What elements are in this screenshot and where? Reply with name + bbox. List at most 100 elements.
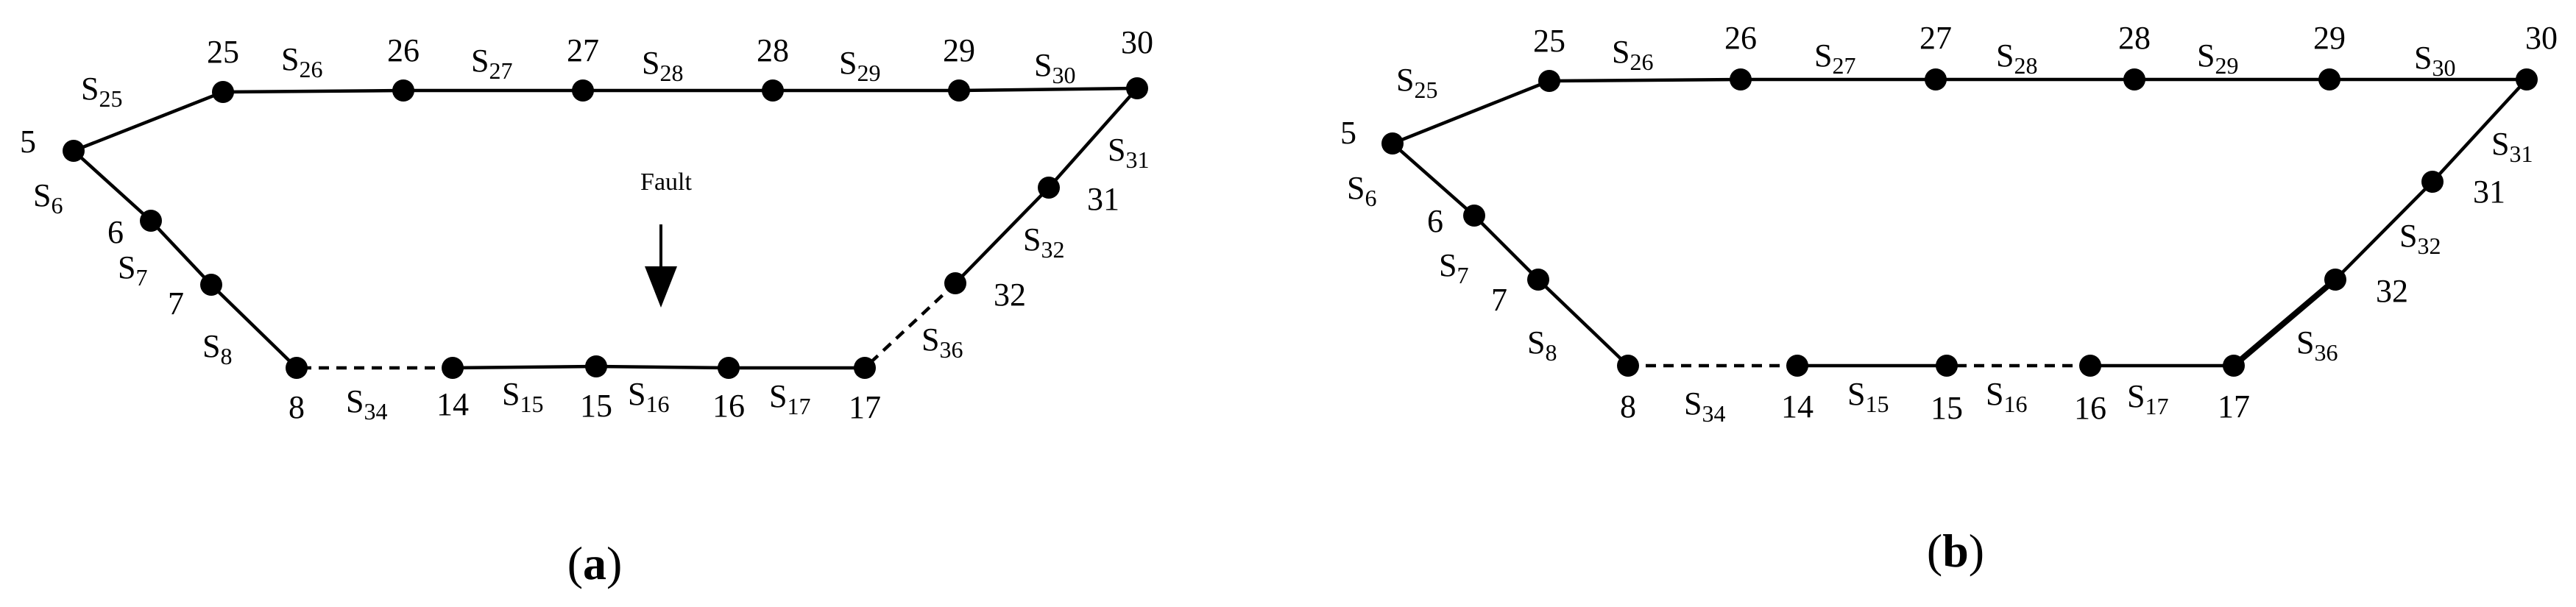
line-segment-s25 [1392, 79, 1550, 146]
bus-node-27 [1925, 68, 1947, 90]
line-segment-s15 [452, 364, 597, 370]
switch-label-s8: S8 [202, 328, 232, 369]
line-segment-s26 [1549, 77, 1741, 83]
bus-label-27: 27 [1919, 20, 1952, 56]
fault-indicator: Fault [640, 168, 692, 308]
bus-label-6: 6 [107, 214, 124, 250]
switch-label-s36: S36 [921, 322, 963, 363]
bus-node-8 [286, 357, 308, 379]
bus-node-7 [200, 274, 222, 296]
bus-label-26: 26 [1724, 20, 1757, 56]
bus-label-25: 25 [1533, 23, 1565, 59]
switch-label-s7: S7 [1439, 247, 1468, 288]
bus-node-15 [1936, 355, 1958, 377]
bus-label-25: 25 [207, 34, 239, 70]
bus-label-5: 5 [20, 124, 36, 160]
bus-label-31: 31 [1087, 181, 1119, 217]
line-segment-s31 [2431, 78, 2528, 183]
bus-label-17: 17 [849, 389, 881, 425]
line-segment-s32 [954, 186, 1050, 285]
switch-label-s17: S17 [2127, 378, 2168, 419]
bus-label-30: 30 [1121, 24, 1153, 60]
bus-label-28: 28 [2118, 20, 2151, 56]
switch-label-s15: S15 [1847, 376, 1889, 417]
switch-label-s34: S34 [346, 383, 387, 425]
bus-node-25 [212, 81, 234, 103]
bus-label-8: 8 [289, 389, 305, 425]
bus-label-16: 16 [2074, 390, 2106, 426]
line-segment-s8 [1537, 278, 1630, 367]
caption-b-letter: b [1942, 525, 1969, 577]
bus-label-6: 6 [1427, 203, 1443, 239]
bus-node-32 [2324, 269, 2346, 291]
bus-node-26 [1730, 68, 1752, 90]
bus-node-14 [1786, 355, 1808, 377]
bus-node-26 [392, 79, 414, 102]
fault-label: Fault [640, 168, 692, 196]
bus-node-5 [1381, 132, 1404, 155]
bus-label-17: 17 [2218, 388, 2250, 425]
bus-node-6 [140, 210, 162, 232]
bus-label-26: 26 [387, 32, 420, 68]
switch-label-s16: S16 [1986, 376, 2027, 417]
bus-node-31 [1038, 177, 1060, 199]
bus-node-14 [442, 357, 464, 379]
bus-node-29 [948, 79, 970, 102]
caption-a: (a) [567, 537, 623, 589]
bus-node-25 [1538, 70, 1560, 92]
switch-label-s34: S34 [1684, 386, 1725, 427]
line-segment-s36 [863, 282, 957, 369]
line-segment-s31 [1047, 87, 1139, 189]
switch-label-s29: S29 [2197, 38, 2238, 79]
bus-node-16 [718, 357, 740, 379]
line-segment-s6 [72, 149, 152, 222]
bus-label-7: 7 [168, 285, 184, 322]
caption-a-letter: a [583, 537, 606, 589]
bus-label-14: 14 [436, 386, 469, 422]
line-segment-s7 [149, 219, 213, 286]
switch-label-s6: S6 [33, 177, 63, 219]
switch-label-s15: S15 [502, 376, 543, 417]
line-segment-s16 [595, 364, 729, 370]
bus-node-31 [2421, 171, 2444, 193]
line-segment-s7 [1473, 214, 1540, 281]
bus-node-6 [1463, 205, 1485, 227]
bus-label-14: 14 [1781, 388, 1814, 425]
switch-label-s29: S29 [839, 45, 880, 86]
switch-label-s30: S30 [2414, 40, 2455, 81]
bus-node-15 [585, 355, 607, 377]
switch-label-s32: S32 [1023, 221, 1064, 263]
switch-label-s25: S25 [81, 71, 122, 112]
line-segment-s32 [2334, 180, 2434, 281]
switch-label-s27: S27 [471, 43, 512, 84]
bus-label-32: 32 [994, 277, 1026, 313]
switch-label-s28: S28 [1996, 38, 2037, 79]
switch-label-s25: S25 [1396, 62, 1437, 103]
bus-node-27 [572, 79, 594, 102]
line-segment-s36 [2232, 277, 2338, 369]
switch-label-s8: S8 [1527, 324, 1557, 366]
switch-label-s32: S32 [2399, 218, 2441, 259]
bus-label-15: 15 [1931, 390, 1963, 426]
switch-label-s26: S26 [281, 41, 322, 82]
caption-b: (b) [1927, 525, 1984, 577]
line-segment-s6 [1391, 142, 1476, 217]
switch-label-s28: S28 [642, 45, 683, 86]
bus-label-32: 32 [2376, 273, 2408, 309]
bus-node-30 [1126, 77, 1148, 99]
bus-label-27: 27 [567, 32, 599, 68]
bus-node-8 [1617, 355, 1639, 377]
bus-label-30: 30 [2525, 20, 2558, 56]
bus-node-17 [854, 357, 876, 379]
bus-node-28 [2123, 68, 2145, 90]
fault-arrow-head [645, 266, 677, 308]
bus-node-5 [63, 140, 85, 162]
bus-node-28 [762, 79, 784, 102]
bus-label-28: 28 [757, 32, 789, 68]
line-segment-s30 [958, 86, 1138, 93]
switch-label-s26: S26 [1612, 34, 1653, 75]
bus-label-15: 15 [580, 388, 612, 424]
bus-node-7 [1527, 269, 1549, 291]
